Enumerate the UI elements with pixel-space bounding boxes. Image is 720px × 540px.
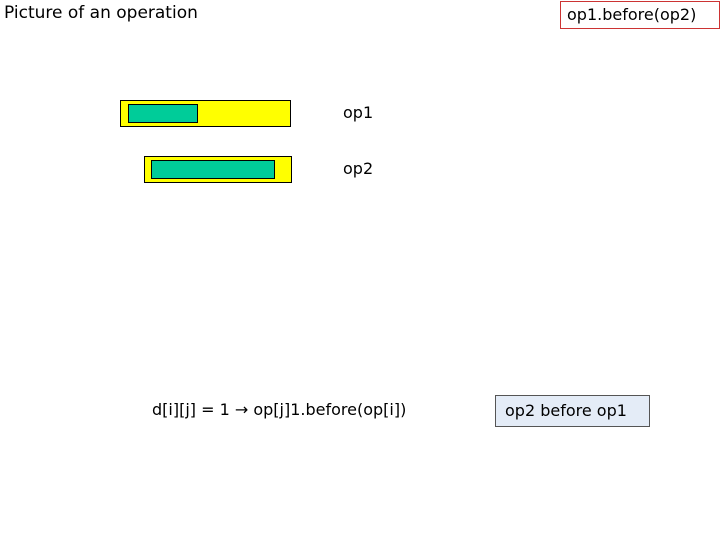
formula-text: d[i][j] = 1 → op[j]1.before(op[i]) xyxy=(152,400,407,419)
op2-bar-inner xyxy=(151,160,275,179)
operation-header-badge: op1.before(op2) xyxy=(560,1,720,29)
page-title: Picture of an operation xyxy=(4,3,198,23)
op2-label: op2 xyxy=(343,159,374,178)
result-badge: op2 before op1 xyxy=(495,395,650,427)
op1-bar-inner xyxy=(128,104,198,123)
op1-label: op1 xyxy=(343,103,374,122)
